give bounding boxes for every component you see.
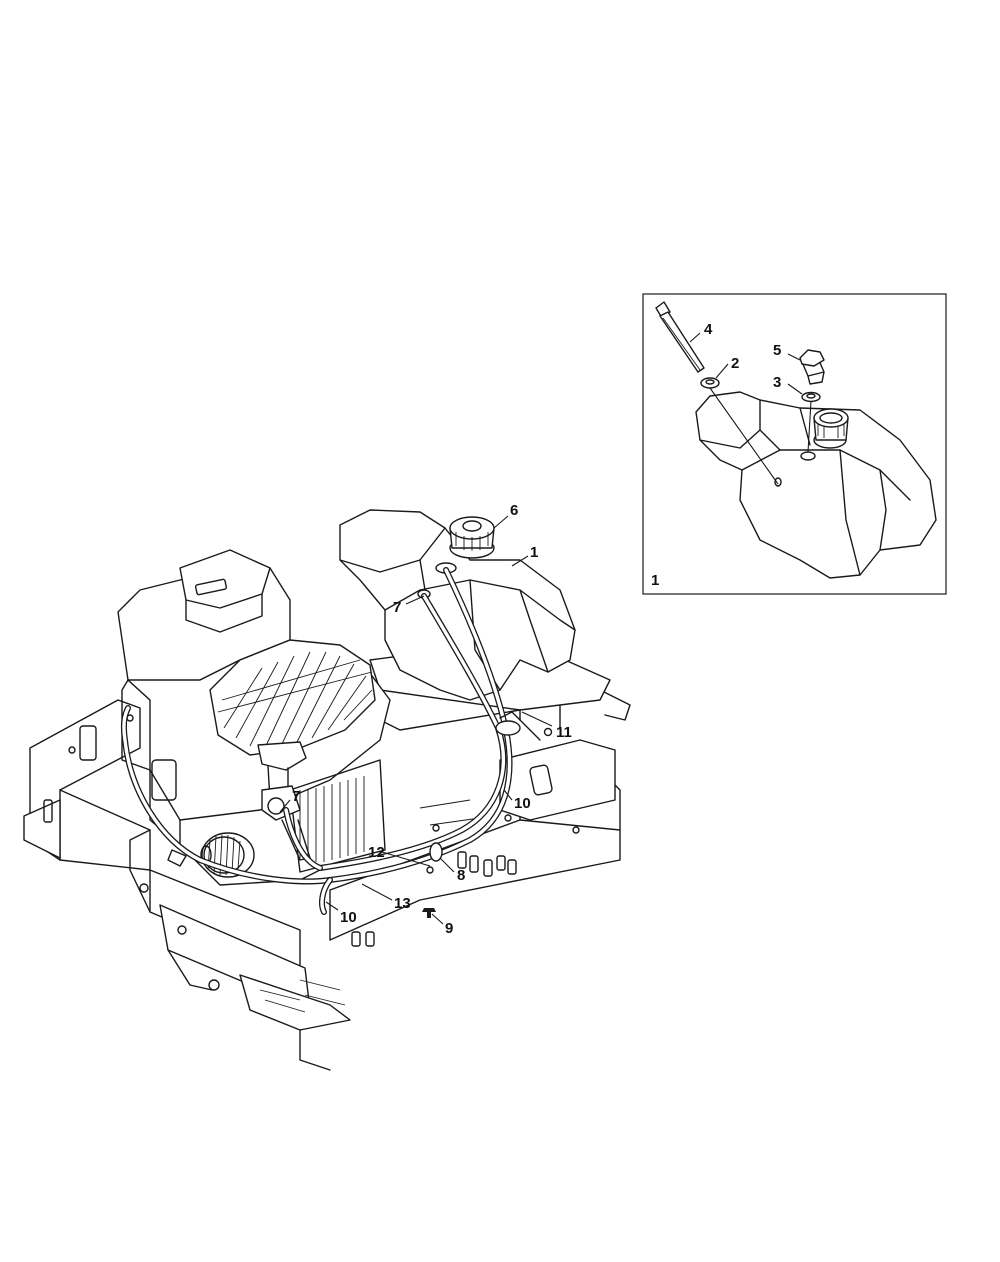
callout-4: 4 — [704, 321, 713, 338]
callout-10-right: 10 — [514, 795, 531, 812]
frame-pegs — [351, 851, 517, 947]
callout-13: 13 — [394, 895, 411, 912]
callout-9: 9 — [445, 920, 453, 937]
inset-parts — [655, 301, 825, 485]
callout-3: 3 — [773, 374, 781, 391]
callout-10-bottom: 10 — [340, 909, 357, 926]
part-4-rod — [655, 301, 705, 373]
inset-frame — [642, 293, 947, 595]
callout-7-engine: 7 — [292, 788, 300, 805]
callout-labels: 6 1 7 11 10 7 12 8 13 10 9 4 2 5 3 1 — [292, 321, 781, 937]
callout-2: 2 — [731, 355, 739, 372]
fuel-hoses — [120, 567, 521, 915]
fuel-cap — [449, 516, 495, 559]
fuel-tank — [339, 509, 576, 701]
fastener-9 — [422, 908, 436, 918]
callout-leaders — [279, 332, 803, 925]
callout-12: 12 — [368, 844, 385, 861]
callout-8: 8 — [457, 867, 465, 884]
inset-label: 1 — [651, 572, 659, 589]
inset-fuel-tank — [695, 391, 937, 579]
callout-6: 6 — [510, 502, 518, 519]
callout-1-main: 1 — [530, 544, 538, 561]
callout-11: 11 — [556, 724, 572, 741]
engine — [117, 549, 391, 886]
callout-7-tank: 7 — [393, 599, 401, 616]
callout-5: 5 — [773, 342, 781, 359]
part-5-valve — [799, 349, 825, 385]
